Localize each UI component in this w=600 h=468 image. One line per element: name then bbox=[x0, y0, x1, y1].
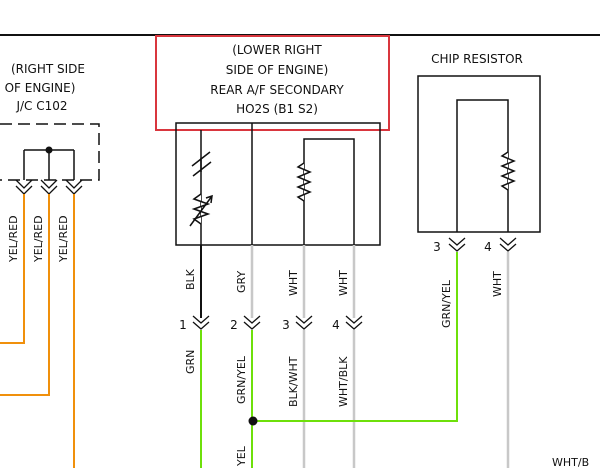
chip-resistor-body bbox=[417, 75, 541, 233]
chip-resistor-terminal-3 bbox=[448, 237, 466, 252]
jc-terminal-2 bbox=[40, 179, 58, 195]
jc-wire-1 bbox=[0, 194, 25, 344]
right-edge-wire-label: WHT/B bbox=[552, 456, 589, 468]
heater-resistor-icon bbox=[296, 162, 312, 202]
jc-terminal-1 bbox=[15, 179, 33, 195]
sensor-title-highlight-box bbox=[155, 35, 390, 131]
sensor-wire-bottom-label-2: GRN/YEL bbox=[235, 355, 248, 404]
sensor-title-line-2: SIDE OF ENGINE) bbox=[226, 63, 329, 77]
sensor-wire-top-label-3: WHT bbox=[287, 270, 300, 296]
sensor-terminal-3 bbox=[295, 315, 313, 330]
chip-resistor-title: CHIP RESISTOR bbox=[431, 52, 523, 66]
jc-wire-2 bbox=[0, 194, 50, 396]
chip-resistor-wire-label-3: GRN/YEL bbox=[440, 279, 453, 328]
sensor-wire-bottom-label-3: BLK/WHT bbox=[287, 356, 300, 407]
sensor-title-line-4: HO2S (B1 S2) bbox=[236, 102, 318, 116]
jc-terminal-3 bbox=[65, 179, 83, 195]
sensor-wire-top-label-2: GRY bbox=[235, 271, 248, 293]
sensor-body bbox=[175, 122, 381, 246]
sensor-wire-top-label-4: WHT bbox=[337, 270, 350, 296]
junction-connector-c102: (RIGHT SIDE OF ENGINE) J/C C102 YEL/RED … bbox=[0, 62, 100, 468]
sensor-element-zigzag-icon bbox=[191, 193, 211, 225]
sensor-pin-3: 3 bbox=[282, 318, 290, 332]
sensor-wire-bottom-label-1: GRN bbox=[184, 350, 197, 374]
splice-node bbox=[248, 416, 258, 426]
jc-title-line-3: J/C C102 bbox=[15, 99, 67, 113]
sensor-title-line-1: (LOWER RIGHT bbox=[232, 43, 322, 57]
sensor-pin-1: 1 bbox=[179, 318, 187, 332]
chip-resistor-pin-3: 3 bbox=[433, 240, 441, 254]
chip-resistor-element-icon bbox=[500, 151, 516, 191]
jc-title-line-2: OF ENGINE) bbox=[5, 81, 76, 95]
sensor-title-line-3: REAR A/F SECONDARY bbox=[210, 83, 344, 97]
sensor-terminal-4 bbox=[345, 315, 363, 330]
chip-resistor: CHIP RESISTOR 3 4 GRN/YEL WHT bbox=[417, 52, 541, 468]
sensor-wire-top-label-1: BLK bbox=[184, 268, 197, 290]
sensor-element-arrow-icon bbox=[189, 194, 213, 227]
rear-af-secondary-ho2s: (LOWER RIGHT SIDE OF ENGINE) REAR A/F SE… bbox=[155, 35, 457, 468]
chip-resistor-wire-label-4: WHT bbox=[491, 271, 504, 297]
sensor-terminal-2 bbox=[243, 315, 261, 330]
jc-bus-node bbox=[45, 146, 53, 154]
jc-wire-label-2: YEL/RED bbox=[32, 215, 45, 263]
chip-resistor-pin-4: 4 bbox=[484, 240, 492, 254]
chip-resistor-terminal-4 bbox=[499, 237, 517, 252]
jc-title-line-1: (RIGHT SIDE bbox=[11, 62, 85, 76]
sensor-terminal-1 bbox=[192, 315, 210, 330]
sensor-element-variable-cell-icon bbox=[191, 151, 212, 177]
jc-wire-label-1: YEL/RED bbox=[7, 215, 20, 263]
sensor-pin-4: 4 bbox=[332, 318, 340, 332]
sensor-wire-bottom-label-4: WHT/BLK bbox=[337, 356, 350, 407]
sensor-wire-continuation-label: YEL bbox=[235, 445, 248, 467]
jc-wire-label-3: YEL/RED bbox=[57, 215, 70, 263]
sensor-pin-2: 2 bbox=[230, 318, 238, 332]
